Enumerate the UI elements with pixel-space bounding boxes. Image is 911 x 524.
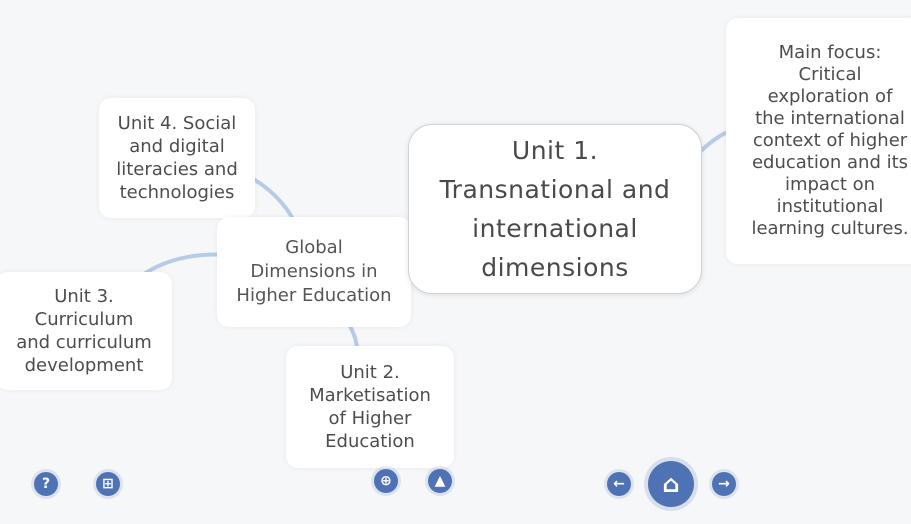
focus-node-text: Main focus: Critical exploration of the … [751,42,909,239]
zoom-button[interactable]: ⊕ [374,469,398,493]
unit4-node[interactable]: Unit 4. Social and digital literacies an… [99,98,255,218]
overview-button[interactable]: ⊞ [96,472,120,496]
focus-node[interactable]: Main focus: Critical exploration of the … [726,18,911,264]
next-button[interactable]: → [712,472,736,496]
main-node[interactable]: Unit 1. Transnational and international … [408,124,702,294]
home-button[interactable]: ⌂ [648,461,694,507]
unit2-node[interactable]: Unit 2. Marketisation of Higher Educatio… [286,346,454,468]
center-node[interactable]: Global Dimensions in Higher Education [217,217,411,327]
help-button[interactable]: ? [34,472,58,496]
previous-button[interactable]: ← [607,472,631,496]
unit3-node[interactable]: Unit 3. Curriculum and curriculum develo… [0,272,172,390]
up-button[interactable]: ▲ [428,469,452,493]
